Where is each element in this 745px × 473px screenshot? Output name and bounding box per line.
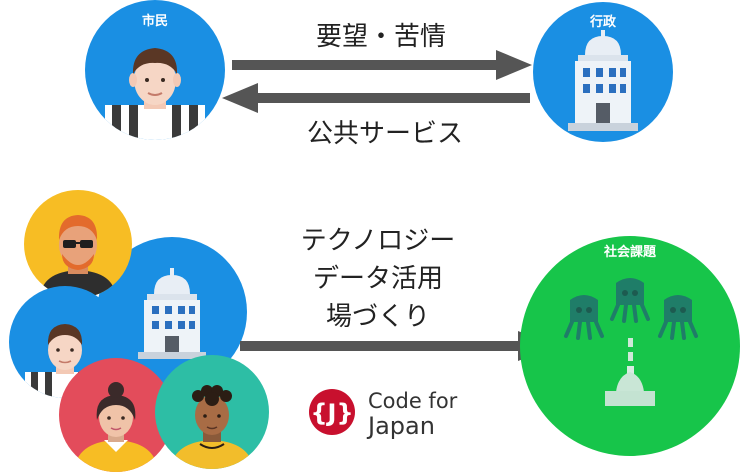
invader-left-icon	[564, 295, 604, 340]
request-label: 要望・苦情	[316, 22, 446, 52]
citizen-node: 市民	[85, 0, 225, 140]
request-arrow	[232, 50, 532, 80]
woman-person-node	[59, 358, 173, 472]
social-issues-node: 社会課題	[520, 236, 740, 456]
cannon-icon	[605, 366, 655, 406]
government-node: 行政	[533, 2, 673, 142]
action-arrow	[240, 331, 556, 361]
sunglasses-person-node	[24, 190, 132, 298]
logo-line2: Japan	[366, 412, 435, 440]
citizen-label: 市民	[142, 13, 168, 29]
government-building-icon	[568, 30, 638, 131]
government-group-node	[97, 237, 247, 387]
shot-line	[628, 338, 633, 361]
service-arrow	[222, 83, 530, 113]
social-issues-label: 社会課題	[603, 244, 657, 260]
curly-person-icon	[170, 385, 254, 469]
government-label: 行政	[589, 14, 617, 30]
sunglasses-person-icon	[40, 215, 116, 298]
logo-mark: {J}	[310, 399, 353, 427]
center-line-1: テクノロジー	[301, 226, 455, 256]
service-label: 公共サービス	[307, 119, 463, 149]
government-group-building-icon	[138, 268, 206, 359]
logo-line1: Code for	[368, 389, 458, 413]
center-line-2: データ活用	[313, 264, 443, 294]
invader-center-icon	[610, 278, 650, 323]
curly-person-node	[155, 355, 269, 469]
center-line-3: 場づくり	[326, 302, 430, 332]
code-for-japan-logo: {J} Code for Japan	[309, 389, 458, 440]
woman-person-icon	[74, 382, 158, 472]
invader-right-icon	[658, 295, 698, 340]
